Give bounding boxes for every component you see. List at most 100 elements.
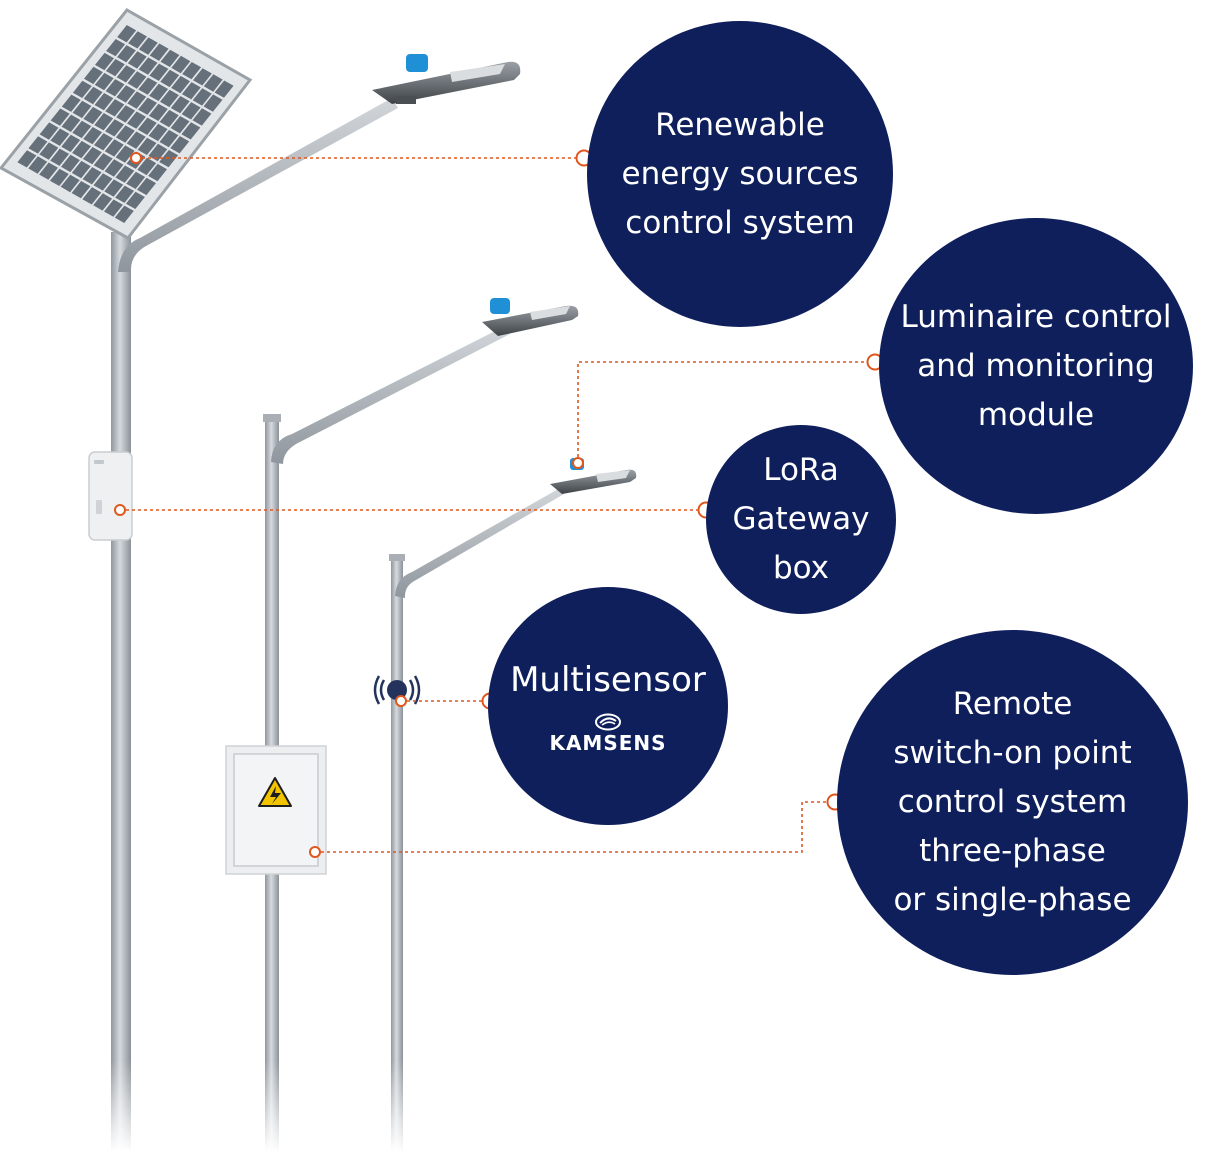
solar-cell [71, 160, 91, 179]
sensor-cap-icon [406, 54, 428, 72]
solar-panel-icon [0, 8, 253, 240]
solar-cell [138, 57, 158, 75]
solar-cell [61, 94, 81, 112]
solar-cell [117, 25, 137, 43]
solar-cell [104, 139, 124, 157]
solar-cell [50, 108, 70, 126]
solar-cell [71, 181, 91, 199]
solar-cell [192, 108, 212, 126]
callout-line: energy sources [621, 155, 859, 192]
solar-cell [148, 163, 167, 182]
solar-cell [115, 145, 135, 163]
solar-cell [93, 173, 113, 191]
solar-cell [94, 72, 114, 91]
solar-cell [192, 88, 212, 106]
solar-cell [138, 97, 157, 115]
solar-cell [117, 45, 136, 63]
solar-cell [159, 109, 179, 128]
solar-cell [72, 140, 91, 159]
solar-cell [127, 111, 146, 129]
solar-cell [39, 162, 58, 180]
solar-cell [93, 193, 113, 211]
solar-cell [160, 89, 179, 108]
solar-cell [171, 75, 190, 94]
solar-cell [115, 185, 134, 203]
solar-cell [159, 129, 179, 148]
solar-cell [148, 123, 168, 142]
solar-cell [82, 147, 102, 165]
solar-cell [137, 157, 157, 176]
solar-cell [39, 122, 59, 140]
solar-cell [72, 100, 92, 119]
callout-line: module [977, 396, 1095, 433]
solar-cell [170, 96, 190, 114]
callout-line: Renewable [655, 106, 825, 143]
solar-cell [105, 79, 125, 97]
callout-line: or single-phase [893, 882, 1132, 918]
solar-cell [82, 167, 102, 185]
solar-cell [83, 86, 103, 105]
kamsens-wordmark: KAMSENS [549, 731, 667, 755]
callout-lora-gateway: LoRa Gateway box [706, 425, 896, 614]
callout-renewable-energy: Renewable energy sources control system [587, 21, 893, 327]
solar-cell [125, 191, 145, 209]
connector-lines [120, 157, 875, 853]
solar-cell [170, 136, 190, 154]
solar-cell [116, 85, 136, 103]
solar-cell [60, 174, 80, 193]
solar-cell [105, 119, 124, 137]
connector-dot [572, 457, 584, 469]
solar-cell [138, 77, 158, 95]
solar-cell [127, 71, 147, 89]
solar-cell [50, 128, 70, 146]
solar-cell [137, 177, 156, 196]
callout-remote-switch: Remote switch-on point control system th… [837, 630, 1188, 975]
callout-line: Remote [952, 686, 1073, 722]
solar-cell [82, 187, 102, 205]
callout-multisensor: Multisensor KAMSENS [488, 587, 728, 825]
solar-cell [160, 69, 180, 88]
solar-cell [128, 31, 147, 49]
solar-cell [104, 179, 124, 197]
callout-line: control system [625, 204, 855, 241]
solar-cell [72, 120, 92, 139]
connector-dot [309, 846, 321, 858]
solar-cell [50, 148, 70, 166]
high-voltage-warning-icon [258, 777, 292, 807]
solar-cell [126, 171, 146, 189]
solar-cell [93, 153, 113, 171]
callout-line: Luminaire control [900, 298, 1172, 335]
luminaire-head-1 [372, 54, 521, 104]
solar-cell [106, 39, 126, 57]
callout-title: Multisensor [510, 660, 706, 700]
electrical-cabinet-icon [225, 745, 327, 875]
solar-cell [95, 52, 114, 71]
solar-cell [28, 136, 48, 154]
luminaire-head-2 [482, 298, 579, 336]
solar-cell [126, 131, 146, 149]
callout-line: control system [897, 784, 1128, 820]
solar-cell [94, 133, 113, 151]
connector-remote [315, 801, 835, 853]
solar-cell [137, 137, 157, 155]
solar-cell [83, 106, 103, 125]
solar-cell [149, 43, 169, 61]
connector-dot [395, 695, 407, 707]
solar-cell [61, 154, 80, 173]
solar-cell [17, 150, 37, 168]
solar-cell [181, 102, 201, 120]
solar-cell [171, 55, 191, 74]
solar-cell [114, 205, 134, 223]
connector-dot [114, 504, 126, 516]
solar-cell [28, 156, 48, 174]
solar-cell [115, 165, 135, 183]
solar-cell [84, 66, 103, 85]
solar-cell [137, 117, 157, 135]
callout-line: Gateway [732, 501, 870, 537]
solar-cell [61, 114, 81, 132]
solar-cell [39, 142, 59, 160]
callout-line: LoRa [763, 452, 839, 488]
solar-cell [104, 159, 124, 177]
callout-line: switch-on point [893, 735, 1132, 771]
callout-line: three-phase [919, 833, 1106, 869]
